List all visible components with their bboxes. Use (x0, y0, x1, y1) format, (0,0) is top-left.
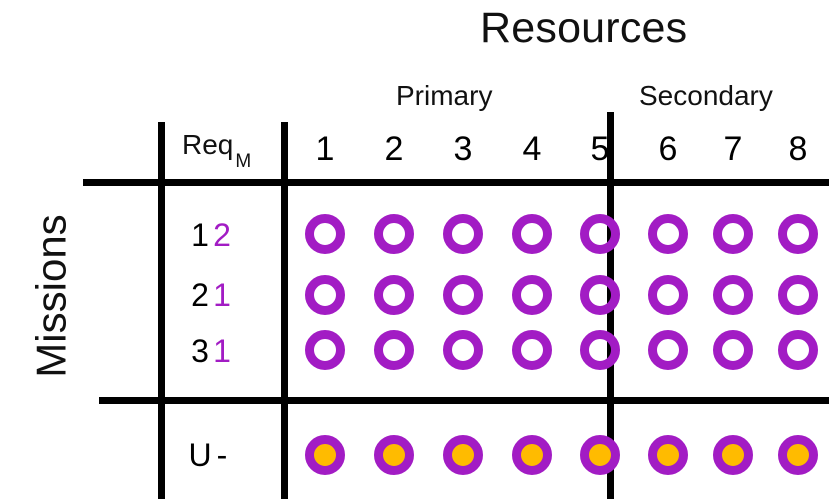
cell-circle-r2-c2[interactable] (374, 275, 414, 315)
cell-circle-rU-c4[interactable] (512, 435, 552, 475)
cell-circle-r2-c3[interactable] (443, 275, 483, 315)
rows-axis-label: Missions (27, 214, 75, 378)
cell-circle-r2-c1[interactable] (305, 275, 345, 315)
cell-circle-rU-c1[interactable] (305, 435, 345, 475)
cell-circle-r1-c8[interactable] (778, 214, 818, 254)
cell-circle-rU-c5[interactable] (580, 435, 620, 475)
cell-circle-rU-c2[interactable] (374, 435, 414, 475)
grid-vline-req (281, 122, 288, 499)
cell-circle-r1-c5[interactable] (580, 214, 620, 254)
cell-circle-r1-c3[interactable] (443, 214, 483, 254)
cell-circle-r1-c6[interactable] (648, 214, 688, 254)
cell-circle-r2-c7[interactable] (713, 275, 753, 315)
cell-circle-r3-c3[interactable] (443, 330, 483, 370)
row-label-2: 2 (191, 277, 209, 313)
req-column-header: ReqM (182, 129, 251, 171)
cell-circle-r3-c8[interactable] (778, 330, 818, 370)
req-header-text: Req (182, 129, 234, 160)
cell-circle-r3-c2[interactable] (374, 330, 414, 370)
grid-hline-header (83, 179, 829, 186)
group-heading-secondary: Secondary (639, 80, 773, 111)
req-value-row-2: 1 (213, 277, 231, 313)
cell-circle-r1-c4[interactable] (512, 214, 552, 254)
cell-circle-r2-c6[interactable] (648, 275, 688, 315)
cell-circle-rU-c8[interactable] (778, 435, 818, 475)
grid-vline-row-label (158, 122, 165, 499)
cell-circle-rU-c6[interactable] (648, 435, 688, 475)
cell-circle-r3-c4[interactable] (512, 330, 552, 370)
column-header-1: 1 (315, 130, 335, 168)
cell-circle-rU-c3[interactable] (443, 435, 483, 475)
req-value-row-U: - (216, 437, 228, 473)
column-header-6: 6 (658, 130, 678, 168)
cell-circle-r3-c1[interactable] (305, 330, 345, 370)
grid-hline-footer (99, 397, 829, 404)
cell-circle-r3-c6[interactable] (648, 330, 688, 370)
req-value-row-1: 2 (213, 217, 231, 253)
column-header-8: 8 (788, 130, 808, 168)
row-label-U: U (188, 437, 212, 473)
group-heading-primary: Primary (396, 80, 493, 111)
cell-circle-r2-c8[interactable] (778, 275, 818, 315)
req-header-subscript: M (235, 150, 252, 172)
column-header-3: 3 (453, 130, 473, 168)
cell-circle-r1-c7[interactable] (713, 214, 753, 254)
cell-circle-r1-c1[interactable] (305, 214, 345, 254)
column-header-2: 2 (384, 130, 404, 168)
cell-circle-r3-c7[interactable] (713, 330, 753, 370)
cell-circle-r2-c5[interactable] (580, 275, 620, 315)
column-header-4: 4 (522, 130, 542, 168)
column-header-5: 5 (590, 130, 610, 168)
cell-circle-r1-c2[interactable] (374, 214, 414, 254)
cell-circle-r2-c4[interactable] (512, 275, 552, 315)
column-header-7: 7 (723, 130, 743, 168)
cell-circle-r3-c5[interactable] (580, 330, 620, 370)
page-title: Resources (480, 4, 688, 52)
cell-circle-rU-c7[interactable] (713, 435, 753, 475)
row-label-3: 3 (191, 333, 209, 369)
row-label-1: 1 (191, 217, 209, 253)
req-value-row-3: 1 (213, 333, 231, 369)
